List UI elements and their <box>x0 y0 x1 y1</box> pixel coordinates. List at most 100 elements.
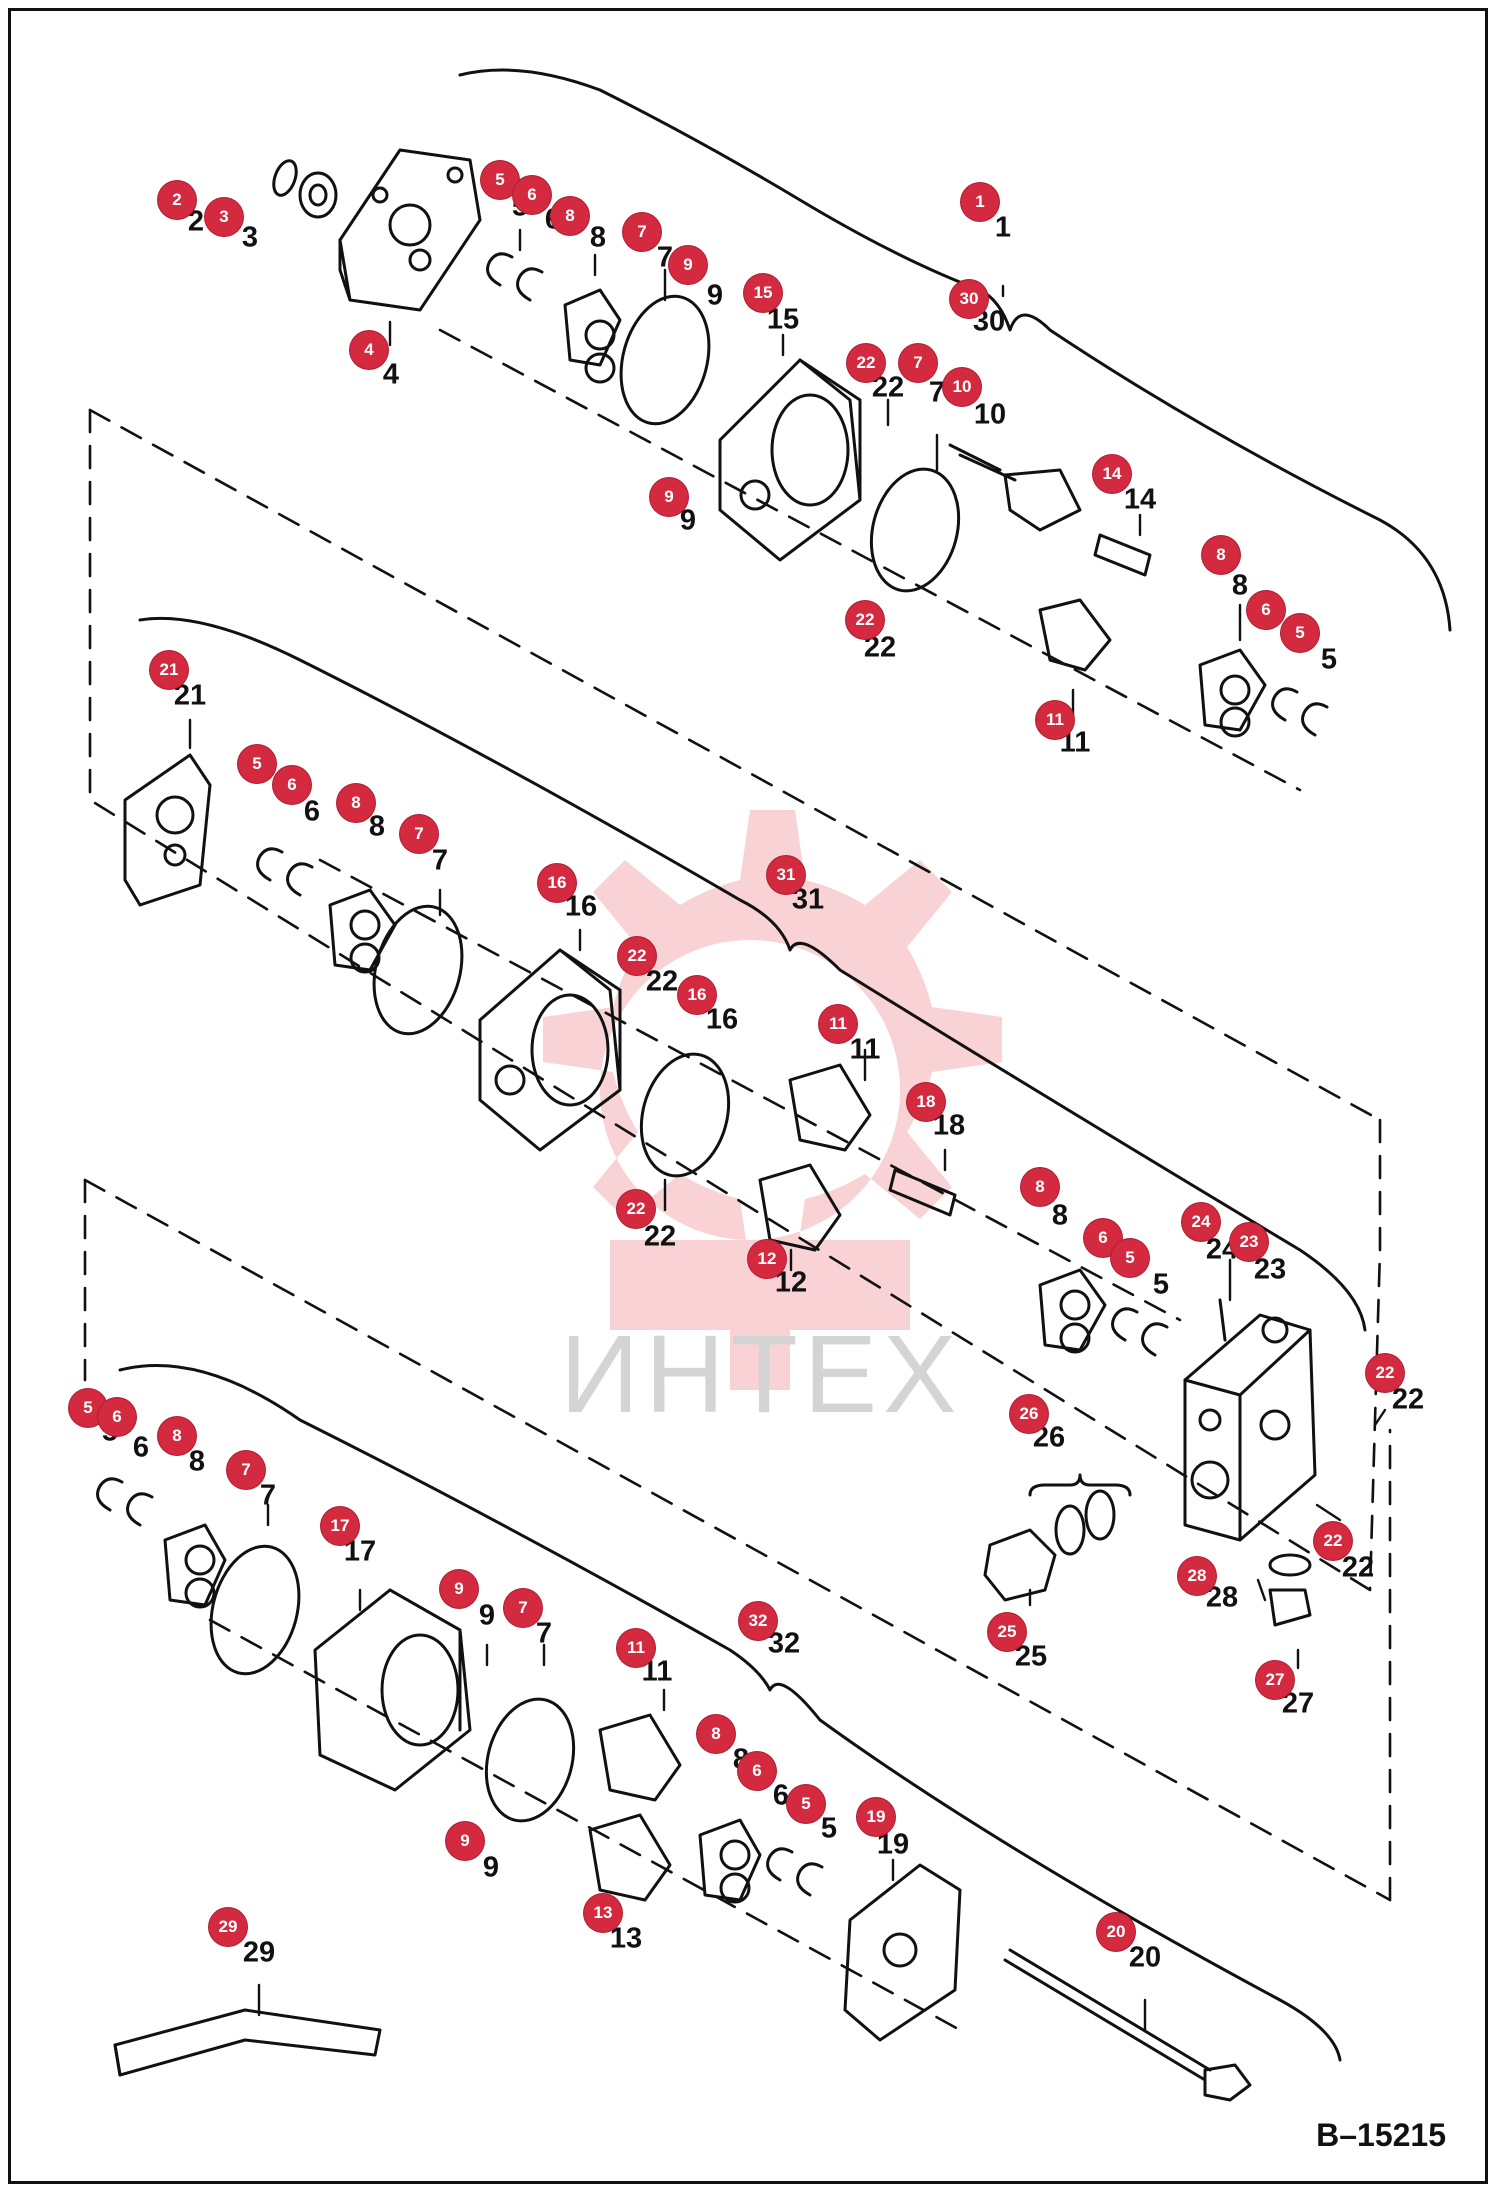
part-number-label-15: 15 <box>766 303 800 336</box>
callout-marker-5[interactable]: 5 <box>238 745 276 783</box>
callout-marker-7[interactable]: 7 <box>623 213 661 251</box>
part-number-label-29: 29 <box>242 1936 276 1969</box>
callout-marker-11[interactable]: 11 <box>1036 701 1074 739</box>
part-clips-top <box>486 252 544 302</box>
part-gear-11-top <box>1038 598 1112 672</box>
callout-marker-7[interactable]: 7 <box>899 344 937 382</box>
callout-marker-13[interactable]: 13 <box>584 1894 622 1932</box>
callout-marker-27[interactable]: 27 <box>1256 1661 1294 1699</box>
part-coupling-14 <box>1093 533 1152 577</box>
callout-marker-25[interactable]: 25 <box>988 1613 1026 1651</box>
callout-marker-22[interactable]: 22 <box>1314 1522 1352 1560</box>
callout-marker-14[interactable]: 14 <box>1093 455 1131 493</box>
callout-marker-9[interactable]: 9 <box>650 478 688 516</box>
callout-marker-31[interactable]: 31 <box>767 856 805 894</box>
callout-marker-22[interactable]: 22 <box>618 937 656 975</box>
callout-marker-22[interactable]: 22 <box>846 601 884 639</box>
part-number-label-2: 2 <box>187 205 205 238</box>
part-seal-7-second <box>869 467 961 593</box>
part-bushing-8-top <box>563 288 622 367</box>
callout-marker-16[interactable]: 16 <box>678 976 716 1014</box>
part-number-label-3: 3 <box>241 221 259 254</box>
axis-line-lower <box>83 1178 1392 1902</box>
part-number-label-7: 7 <box>259 1479 277 1512</box>
callout-marker-9[interactable]: 9 <box>440 1570 478 1608</box>
callout-marker-9[interactable]: 9 <box>446 1822 484 1860</box>
watermark-text: ИНТЕХ <box>560 1313 963 1436</box>
callout-marker-2[interactable]: 2 <box>158 181 196 219</box>
callout-marker-22[interactable]: 22 <box>617 1190 655 1228</box>
callout-marker-29[interactable]: 29 <box>209 1908 247 1946</box>
callout-marker-17[interactable]: 17 <box>321 1507 359 1545</box>
callout-marker-26[interactable]: 26 <box>1010 1395 1048 1433</box>
part-number-label-5: 5 <box>1152 1268 1170 1301</box>
drawing-border <box>8 8 1488 2184</box>
callout-marker-8[interactable]: 8 <box>1021 1168 1059 1206</box>
callout-marker-5[interactable]: 5 <box>787 1785 825 1823</box>
callout-marker-22[interactable]: 22 <box>847 344 885 382</box>
callout-marker-5[interactable]: 5 <box>481 161 519 199</box>
part-seal-7-lower-right <box>484 1697 576 1823</box>
part-number-label-6: 6 <box>772 1779 790 1812</box>
callout-marker-32[interactable]: 32 <box>739 1602 777 1640</box>
callout-marker-8[interactable]: 8 <box>337 784 375 822</box>
part-coupling-18 <box>888 1168 957 1217</box>
callout-marker-10[interactable]: 10 <box>943 368 981 406</box>
callout-marker-19[interactable]: 19 <box>857 1798 895 1836</box>
callout-marker-7[interactable]: 7 <box>504 1589 542 1627</box>
part-gear-11-middle <box>788 1063 872 1152</box>
callout-marker-6[interactable]: 6 <box>1247 591 1285 629</box>
part-number-label-32: 32 <box>767 1627 801 1660</box>
callout-marker-9[interactable]: 9 <box>669 246 707 284</box>
part-number-label-22: 22 <box>1341 1551 1375 1584</box>
callout-marker-8[interactable]: 8 <box>697 1715 735 1753</box>
callout-marker-18[interactable]: 18 <box>907 1083 945 1121</box>
part-number-label-8: 8 <box>368 810 386 843</box>
drawing-number: B–15215 <box>1316 2117 1446 2153</box>
callout-marker-7[interactable]: 7 <box>227 1451 265 1489</box>
callout-marker-15[interactable]: 15 <box>744 274 782 312</box>
callout-marker-3[interactable]: 3 <box>205 198 243 236</box>
callout-marker-1[interactable]: 1 <box>961 183 999 221</box>
part-seal-16 <box>639 1052 731 1178</box>
callout-marker-8[interactable]: 8 <box>158 1417 196 1455</box>
part-number-label-16: 16 <box>564 890 598 923</box>
callout-marker-24[interactable]: 24 <box>1182 1203 1220 1241</box>
callout-marker-6[interactable]: 6 <box>513 176 551 214</box>
part-seal-28 <box>1268 1553 1312 1577</box>
callout-marker-11[interactable]: 11 <box>617 1629 655 1667</box>
part-number-label-9: 9 <box>482 1851 500 1884</box>
callout-marker-23[interactable]: 23 <box>1230 1223 1268 1261</box>
callout-marker-12[interactable]: 12 <box>748 1240 786 1278</box>
part-number-label-5: 5 <box>820 1812 838 1845</box>
callout-marker-30[interactable]: 30 <box>950 280 988 318</box>
part-number-label-1: 1 <box>994 211 1012 244</box>
callout-marker-11[interactable]: 11 <box>819 1005 857 1043</box>
brace-assembly-1 <box>458 68 1452 632</box>
callout-marker-28[interactable]: 28 <box>1178 1557 1216 1595</box>
part-gear-12 <box>758 1163 842 1252</box>
callout-marker-4[interactable]: 4 <box>350 331 388 369</box>
callout-marker-5[interactable]: 5 <box>1111 1239 1149 1277</box>
callout-marker-7[interactable]: 7 <box>400 815 438 853</box>
callout-marker-8[interactable]: 8 <box>1202 536 1240 574</box>
callout-marker-20[interactable]: 20 <box>1097 1913 1135 1951</box>
part-number-label-9: 9 <box>679 504 697 537</box>
part-bolt-20 <box>1003 1948 1212 2082</box>
callout-marker-16[interactable]: 16 <box>538 864 576 902</box>
callout-marker-6[interactable]: 6 <box>738 1752 776 1790</box>
part-number-label-10: 10 <box>973 398 1007 431</box>
callout-marker-5[interactable]: 5 <box>1281 614 1319 652</box>
part-number-label-8: 8 <box>1051 1199 1069 1232</box>
axis-line-top-right <box>1368 1118 1382 1592</box>
part-number-label-22: 22 <box>643 1220 677 1253</box>
callout-marker-6[interactable]: 6 <box>273 766 311 804</box>
callout-marker-8[interactable]: 8 <box>551 197 589 235</box>
part-number-label-9: 9 <box>706 279 724 312</box>
part-number-label-6: 6 <box>132 1431 150 1464</box>
callout-marker-21[interactable]: 21 <box>150 651 188 689</box>
callout-marker-22[interactable]: 22 <box>1366 1354 1404 1392</box>
callout-marker-6[interactable]: 6 <box>98 1398 136 1436</box>
part-number-label-8: 8 <box>188 1445 206 1478</box>
